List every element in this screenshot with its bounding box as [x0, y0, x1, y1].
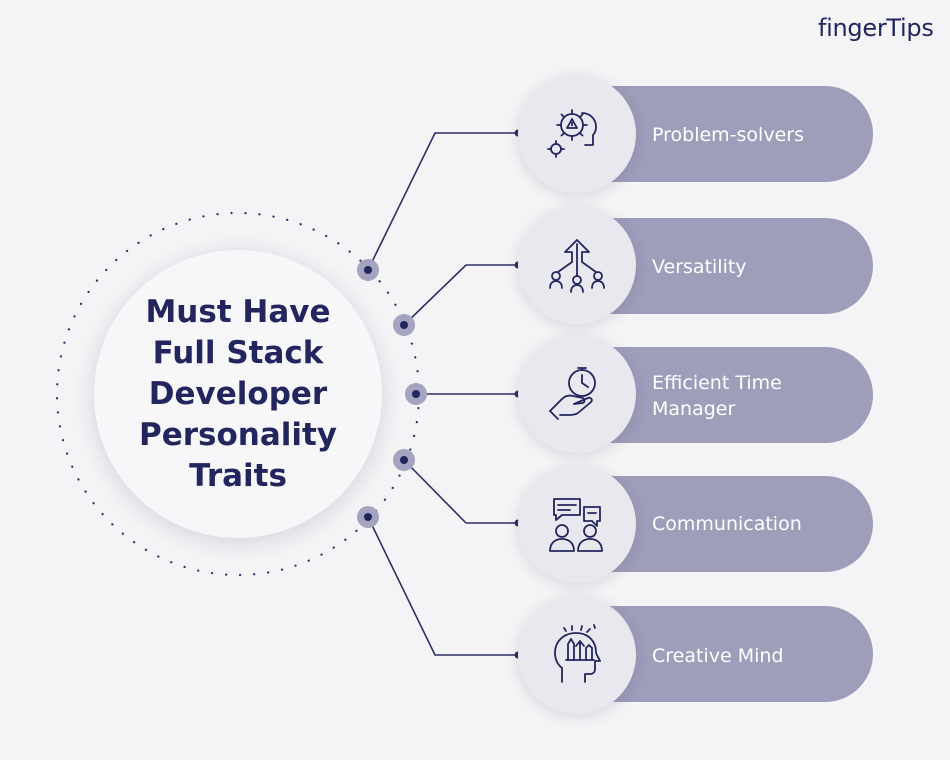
- connector-line-2: [403, 264, 518, 326]
- trait-icon-circle-communication: [518, 465, 636, 583]
- center-circle: Must Have Full Stack Developer Personali…: [94, 250, 382, 538]
- creative-head-icon: [554, 624, 601, 683]
- connector-line-4: [403, 459, 518, 524]
- diagram-title: Must Have Full Stack Developer Personali…: [138, 293, 338, 494]
- brand-logo: fingerTips: [818, 14, 934, 42]
- trait-label-versatility: Versatility: [652, 256, 747, 278]
- brain-gear-alert-icon: [547, 109, 597, 158]
- trait-icon-circle-versatility: [518, 206, 636, 324]
- trait-label-problem-solvers: Problem-solvers: [652, 124, 804, 146]
- connector-line-5: [367, 516, 518, 656]
- hand-clock-icon: [549, 367, 596, 420]
- trait-icon-circle-efficient-time-manager: [518, 335, 636, 453]
- chat-people-icon: [549, 498, 603, 552]
- trait-icon-circle-problem-solvers: [518, 75, 636, 193]
- trait-label-efficient-time-manager: Efficient Time Manager: [652, 372, 782, 420]
- trait-label-creative-mind: Creative Mind: [652, 645, 784, 667]
- trait-label-communication: Communication: [652, 513, 802, 535]
- connector-line-1: [367, 132, 518, 271]
- branching-people-icon: [549, 239, 605, 293]
- node-dots: [357, 259, 427, 528]
- trait-icon-circle-creative-mind: [518, 596, 636, 714]
